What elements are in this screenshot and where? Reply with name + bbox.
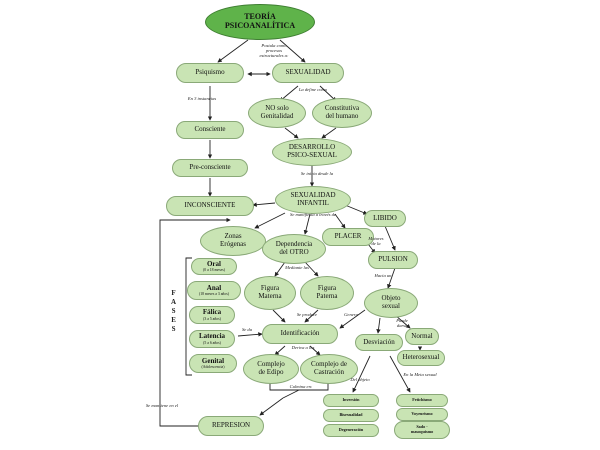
- node-desarrollo-psicosexual[interactable]: DESARROLLO PSICO-SEXUAL: [272, 138, 352, 166]
- node-complejo-edipo[interactable]: Complejo de Edipo: [243, 354, 299, 384]
- node-desviacion[interactable]: Desviación: [355, 334, 403, 351]
- node-sexualidad[interactable]: SEXUALIDAD: [272, 63, 344, 83]
- fases-letter: A: [171, 298, 177, 306]
- edge-label-del-objeto: Del objeto: [350, 377, 370, 382]
- phase-genital-label: Genital: [201, 356, 225, 365]
- phase-oral-label: Oral: [206, 259, 221, 268]
- node-voyeurismo[interactable]: Voyeurismo: [396, 408, 448, 421]
- phase-latencia[interactable]: Latencia(5 a 6 años): [189, 330, 235, 348]
- node-constitutiva[interactable]: Constitutiva del humano: [312, 98, 372, 128]
- node-inconsciente[interactable]: INCONSCIENTE: [166, 196, 254, 216]
- edge-label-mediante: Mediante las: [285, 265, 309, 270]
- phase-latencia-label: Latencia: [198, 332, 226, 341]
- node-figura-materna[interactable]: Figura Materna: [244, 276, 296, 310]
- node-inversion[interactable]: Inversión: [323, 394, 379, 407]
- phase-genital-age: (Adolescencia): [201, 365, 225, 370]
- edge-label-en-la-meta: En la Meta sexual: [403, 372, 437, 377]
- node-heterosexual[interactable]: Heterosexual: [397, 350, 445, 366]
- phase-anal-label: Anal: [206, 283, 222, 292]
- node-consciente[interactable]: Consciente: [176, 121, 244, 139]
- node-bisexualidad[interactable]: Bisexualidad: [323, 409, 379, 422]
- node-placer[interactable]: PLACER: [322, 228, 374, 246]
- node-complejo-castracion[interactable]: Complejo de Castración: [300, 354, 358, 384]
- node-sexualidad-infantil[interactable]: SEXUALIDAD INFANTIL: [275, 186, 351, 214]
- phase-oral-age: (0 a 18 meses): [202, 268, 226, 273]
- node-pulsion[interactable]: PULSION: [368, 251, 418, 269]
- node-libido[interactable]: LIBIDO: [364, 210, 406, 227]
- root-node-teoria-psicoanalitica[interactable]: TEORÍA PSICOANALÍTICA: [205, 4, 315, 40]
- edge-label-puede-darse: Puede darse: [396, 318, 408, 328]
- fases-letter: E: [171, 316, 176, 324]
- node-identificacion[interactable]: Identificación: [262, 324, 338, 344]
- phase-latencia-age: (5 a 6 años): [203, 340, 221, 345]
- phase-falica-label: Fálica: [202, 308, 222, 317]
- edge-label-la-define: La define como: [298, 87, 328, 92]
- node-represion[interactable]: REPRESION: [198, 416, 264, 436]
- fases-letter: S: [171, 307, 176, 315]
- node-sadomasoquismo[interactable]: Sado - masoquismo: [394, 421, 450, 439]
- edge-label-deriva: Deriva a los: [291, 345, 315, 350]
- edge-label-hacia-un: Hacia un: [374, 273, 392, 278]
- node-objeto-sexual[interactable]: Objeto sexual: [364, 288, 418, 318]
- phase-genital[interactable]: Genital(Adolescencia): [189, 354, 237, 373]
- fases-letter: S: [171, 325, 176, 333]
- node-fetichismo[interactable]: Fetichismo: [396, 394, 448, 407]
- node-degeneracion[interactable]: Degeneración: [323, 424, 379, 437]
- edge-label-se-da: Se da: [241, 327, 253, 332]
- node-no-solo-genitalidad[interactable]: NO solo Genitalidad: [248, 98, 306, 128]
- edge-label-postula: Postula como procesos estructurales a:: [259, 43, 289, 58]
- phase-anal[interactable]: Anal(18 meses a 3 años): [187, 281, 241, 300]
- edge-label-motores: Motores de la: [368, 236, 384, 246]
- edge-label-se-inicia: Se inicia desde la: [300, 171, 334, 176]
- phase-anal-age: (18 meses a 3 años): [199, 292, 229, 297]
- edge-label-en-3: En 3 instancias: [187, 96, 217, 101]
- edge-label-culmina: Culmina en:: [289, 384, 313, 389]
- node-normal[interactable]: Normal: [405, 328, 439, 345]
- node-dependencia-otro[interactable]: Dependencia del OTRO: [262, 234, 326, 264]
- edge-label-se-produce: Se produce: [296, 312, 318, 317]
- fases-label: F A S E S: [171, 289, 176, 334]
- edge-label-se-mantiene: Se mantiene en el: [145, 403, 179, 408]
- node-figura-paterna[interactable]: Figura Paterna: [300, 276, 354, 310]
- edge-label-genera: Genera: [344, 312, 358, 317]
- fases-letter: F: [171, 289, 176, 297]
- node-zonas-erogenas[interactable]: Zonas Erógenas: [200, 226, 266, 256]
- phase-falica[interactable]: Fálica(3 a 5 años): [189, 306, 235, 324]
- phase-oral[interactable]: Oral(0 a 18 meses): [191, 258, 237, 275]
- node-preconsciente[interactable]: Pre-consciente: [172, 159, 248, 177]
- node-psiquismo[interactable]: Psiquismo: [176, 63, 244, 83]
- phase-falica-age: (3 a 5 años): [203, 316, 221, 321]
- edge-label-se-manifiesta: Se manifiesta a través de: [290, 212, 336, 217]
